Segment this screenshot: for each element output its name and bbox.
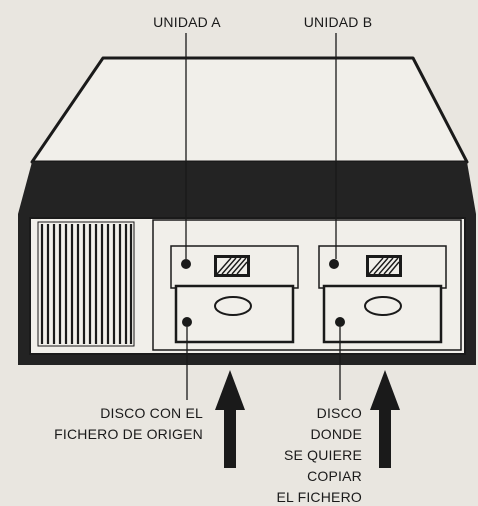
diskette-destination-dot xyxy=(335,317,345,327)
arrow-up-icon-destination xyxy=(370,370,400,468)
label-destination-line4: COPIAR xyxy=(307,468,362,484)
drive-a-indicator-led xyxy=(181,259,191,269)
diskette-destination-hub xyxy=(364,296,402,316)
drive-a xyxy=(170,245,299,344)
arrow-up-icon-source xyxy=(215,370,245,468)
diskette-source-dot xyxy=(182,317,192,327)
label-destination-line3: SE QUIERE xyxy=(284,447,362,463)
vent-grille xyxy=(37,221,135,347)
label-drive-b: UNIDAD B xyxy=(304,14,373,30)
label-destination-line1: DISCO xyxy=(317,405,362,421)
drive-b xyxy=(318,245,447,344)
drive-b-indicator-led xyxy=(329,259,339,269)
computer-top-surface xyxy=(30,56,469,164)
drive-bay xyxy=(152,219,462,351)
label-destination-line5: EL FICHERO xyxy=(277,489,363,505)
diskette-source-hub xyxy=(214,296,252,316)
label-source-line1: DISCO CON EL xyxy=(100,405,203,421)
label-drive-a: UNIDAD A xyxy=(153,14,221,30)
label-source-line2: FICHERO DE ORIGEN xyxy=(54,426,203,442)
label-destination-line2: DONDE xyxy=(310,426,362,442)
